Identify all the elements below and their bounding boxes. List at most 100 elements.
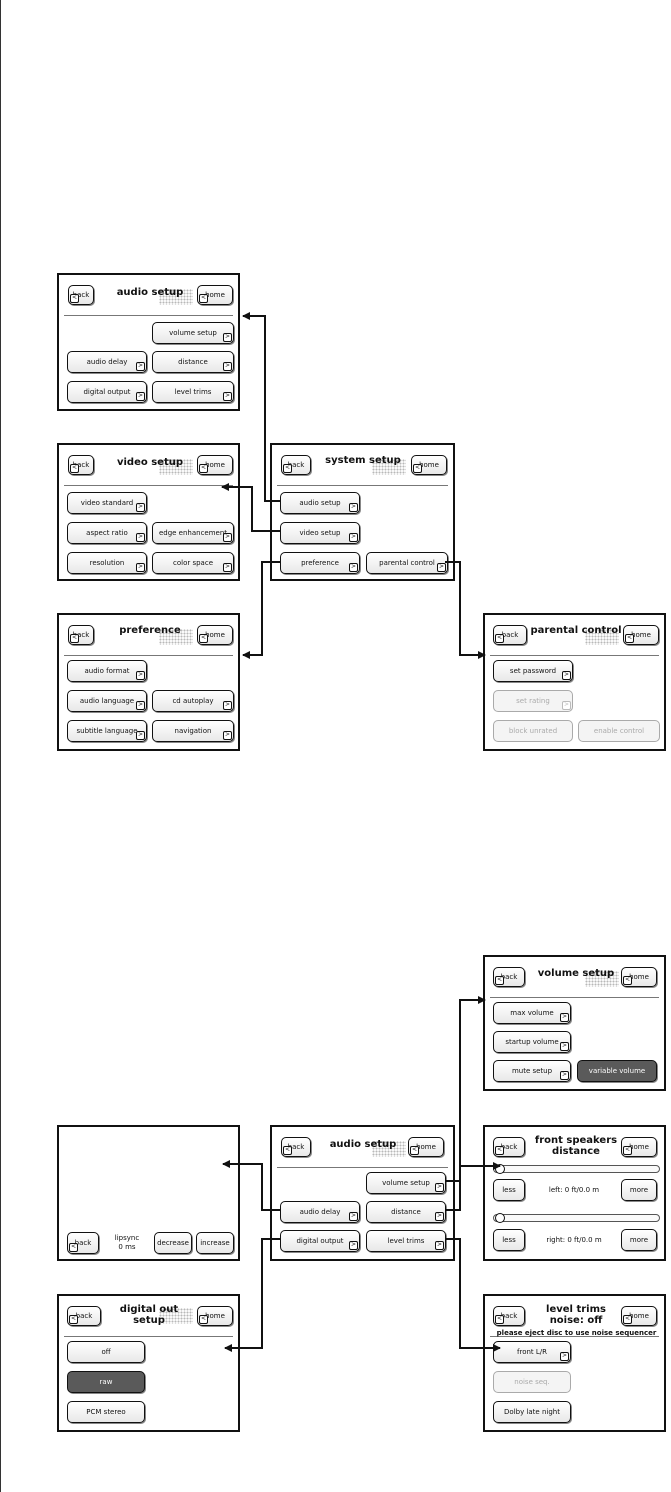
home-button[interactable]: home < xyxy=(197,625,233,645)
arrow-video-setup xyxy=(221,483,280,532)
audio-format-button[interactable]: audio format > xyxy=(67,660,147,682)
volume-setup-panel: back < volume setup home < max volume > … xyxy=(483,955,666,1091)
off-button[interactable]: off xyxy=(67,1341,145,1363)
home-button[interactable]: home < xyxy=(621,1137,657,1157)
home-button[interactable]: home < xyxy=(621,967,657,987)
right-distance-slider[interactable] xyxy=(493,1213,660,1223)
distance-button[interactable]: distance > xyxy=(152,351,234,373)
chevron-left-icon: < xyxy=(199,1315,208,1324)
raw-button[interactable]: raw xyxy=(67,1371,145,1393)
panel-title: preference xyxy=(119,625,181,636)
pcm-stereo-button[interactable]: PCM stereo xyxy=(67,1401,145,1423)
back-button[interactable]: back < xyxy=(68,285,94,305)
navigation-button[interactable]: navigation > xyxy=(152,720,234,742)
home-button[interactable]: home < xyxy=(197,285,233,305)
button-label: preference xyxy=(301,559,339,567)
more-button[interactable]: more xyxy=(621,1179,657,1201)
cd-autoplay-button[interactable]: cd autoplay > xyxy=(152,690,234,712)
front-lr-button[interactable]: front L/R > xyxy=(493,1341,571,1363)
back-label: back xyxy=(75,1312,93,1320)
home-button[interactable]: home < xyxy=(408,1137,444,1157)
audio-setup-button[interactable]: audio setup > xyxy=(280,492,360,514)
decrease-button[interactable]: decrease xyxy=(154,1232,192,1254)
home-label: home xyxy=(629,973,649,981)
set-password-button[interactable]: set password > xyxy=(493,660,573,682)
less-button[interactable]: less xyxy=(493,1179,525,1201)
enable-control-button[interactable]: enable control xyxy=(578,720,660,742)
audio-delay-button[interactable]: audio delay > xyxy=(280,1201,360,1223)
back-button[interactable]: back < xyxy=(493,1137,525,1157)
audio-delay-button[interactable]: audio delay > xyxy=(67,351,147,373)
chevron-right-icon: > xyxy=(435,1241,444,1250)
dot-texture xyxy=(159,629,193,645)
subtitle-language-button[interactable]: subtitle language > xyxy=(67,720,147,742)
button-label: color space xyxy=(173,559,213,567)
panel-title: system setup xyxy=(325,455,401,466)
back-label: back xyxy=(287,461,305,469)
chevron-right-icon: > xyxy=(136,701,145,710)
digital-output-button[interactable]: digital output > xyxy=(67,381,147,403)
volume-setup-button[interactable]: volume setup > xyxy=(152,322,234,344)
increase-button[interactable]: increase xyxy=(196,1232,234,1254)
back-button[interactable]: back < xyxy=(68,625,94,645)
digital-output-button[interactable]: digital output > xyxy=(280,1230,360,1252)
preference-button[interactable]: preference > xyxy=(280,552,360,574)
audio-language-button[interactable]: audio language > xyxy=(67,690,147,712)
aspect-ratio-button[interactable]: aspect ratio > xyxy=(67,522,147,544)
panel-title: parental control xyxy=(530,625,622,636)
header-divider xyxy=(64,655,233,656)
chevron-left-icon: < xyxy=(623,976,632,985)
noise-seq-button[interactable]: noise seq. xyxy=(493,1371,571,1393)
button-label: audio language xyxy=(79,697,135,705)
dolby-late-night-button[interactable]: Dolby late night xyxy=(493,1401,571,1423)
audio-setup-panel-bottom: back < audio setup home < volume setup >… xyxy=(270,1125,455,1261)
home-button[interactable]: home < xyxy=(623,625,659,645)
edge-enhancement-button[interactable]: edge enhancement > xyxy=(152,522,234,544)
startup-volume-button[interactable]: startup volume > xyxy=(493,1031,571,1053)
button-label: block unrated xyxy=(508,727,558,735)
back-button[interactable]: back < xyxy=(493,967,525,987)
level-trims-button[interactable]: level trims > xyxy=(366,1230,446,1252)
distance-button[interactable]: distance > xyxy=(366,1201,446,1223)
volume-setup-button[interactable]: volume setup > xyxy=(366,1172,446,1194)
home-button[interactable]: home < xyxy=(197,455,233,475)
color-space-button[interactable]: color space > xyxy=(152,552,234,574)
variable-volume-button[interactable]: variable volume xyxy=(577,1060,657,1082)
max-volume-button[interactable]: max volume > xyxy=(493,1002,571,1024)
resolution-button[interactable]: resolution > xyxy=(67,552,147,574)
home-button[interactable]: home < xyxy=(411,455,447,475)
header-divider xyxy=(64,485,233,486)
chevron-right-icon: > xyxy=(562,671,571,680)
level-trims-button[interactable]: level trims > xyxy=(152,381,234,403)
less-button[interactable]: less xyxy=(493,1229,525,1251)
button-label: video setup xyxy=(299,529,341,537)
video-standard-button[interactable]: video standard > xyxy=(67,492,147,514)
back-button[interactable]: back < xyxy=(68,455,94,475)
back-button[interactable]: back < xyxy=(281,1137,311,1157)
back-button[interactable]: back < xyxy=(493,1306,525,1326)
more-button[interactable]: more xyxy=(621,1229,657,1251)
back-button[interactable]: back < xyxy=(493,625,527,645)
back-button[interactable]: back < xyxy=(281,455,311,475)
home-button[interactable]: home < xyxy=(197,1306,233,1326)
back-label: back xyxy=(72,291,90,299)
mute-setup-button[interactable]: mute setup > xyxy=(493,1060,571,1082)
back-label: back xyxy=(74,1239,92,1247)
dot-texture xyxy=(159,289,193,305)
chevron-right-icon: > xyxy=(435,1183,444,1192)
button-label: volume setup xyxy=(169,329,217,337)
button-label: enable control xyxy=(593,727,645,735)
home-label: home xyxy=(416,1143,436,1151)
chevron-left-icon: < xyxy=(410,1146,419,1155)
set-rating-button[interactable]: set rating > xyxy=(493,690,573,712)
video-setup-button[interactable]: video setup > xyxy=(280,522,360,544)
chevron-right-icon: > xyxy=(435,1212,444,1221)
back-button[interactable]: back < xyxy=(67,1306,101,1326)
slider-knob[interactable] xyxy=(495,1213,505,1223)
home-button[interactable]: home < xyxy=(621,1306,657,1326)
button-label: parental control xyxy=(379,559,435,567)
back-button[interactable]: back < xyxy=(67,1232,99,1254)
parental-control-button[interactable]: parental control > xyxy=(366,552,448,574)
arrow-parental-control xyxy=(445,561,486,659)
block-unrated-button[interactable]: block unrated xyxy=(493,720,573,742)
